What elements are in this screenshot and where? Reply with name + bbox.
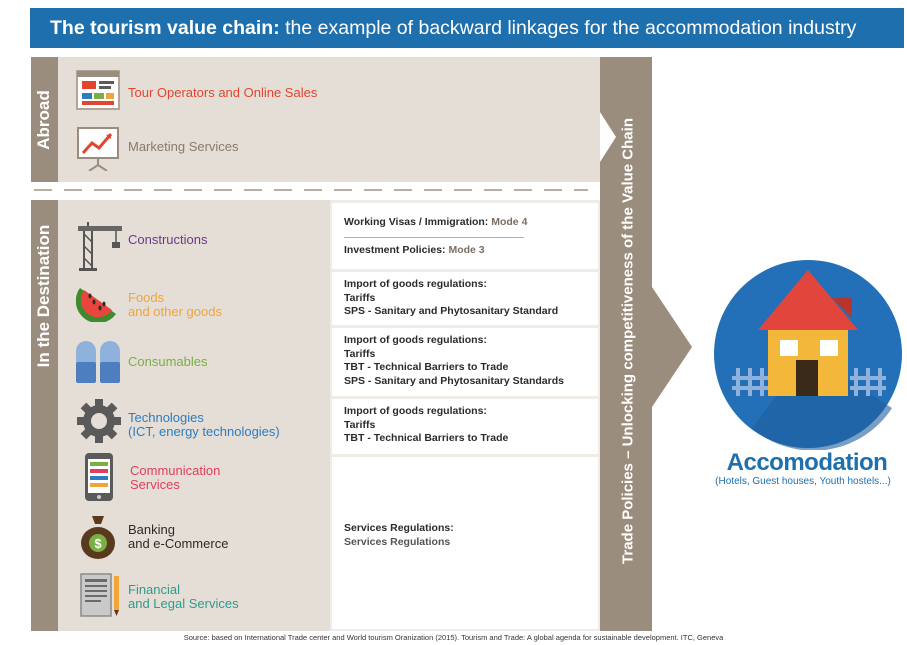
- abroad-label: Abroad: [34, 90, 53, 150]
- reg-services-text: Services Regulations: Services Regulatio…: [344, 522, 454, 549]
- money-bag-icon: $: [78, 512, 118, 565]
- marketing-label: Marketing Services: [128, 139, 239, 154]
- financial-line2: and Legal Services: [128, 596, 239, 611]
- reg-consumables-l1: Tariffs: [344, 347, 376, 360]
- accommodation-title: Accomodation: [726, 449, 888, 476]
- reg-tech-text: Import of goods regulations: Tariffs TBT…: [344, 405, 508, 446]
- foods-line1: Foods: [128, 290, 165, 305]
- marketing-icon: [75, 125, 121, 176]
- reg-tech-head: Import of goods regulations:: [344, 405, 487, 417]
- reg-box-visas: Working Visas / Immigration: Mode 4 Inve…: [332, 203, 598, 269]
- crane-icon: [76, 220, 124, 277]
- reg-box-services: Services Regulations: Services Regulatio…: [332, 457, 598, 629]
- banking-line1: Banking: [128, 522, 175, 537]
- accommodation-subtitle: (Hotels, Guest houses, Youth hostels...): [715, 476, 891, 487]
- reg-box-consumables: Import of goods regulations: Tariffs TBT…: [332, 328, 598, 396]
- technologies-line1: Technologies: [128, 410, 204, 425]
- reg-consumables-text: Import of goods regulations: Tariffs TBT…: [344, 334, 564, 388]
- trade-policies-label: Trade Policies – Unlocking competitivene…: [619, 118, 637, 564]
- smartphone-icon: [84, 452, 114, 507]
- constructions-label: Constructions: [128, 232, 208, 247]
- watermelon-icon: [75, 280, 120, 327]
- mode3-text: Mode 3: [448, 244, 485, 256]
- svg-text:$: $: [94, 536, 102, 551]
- foods-label: Foods and other goods: [128, 291, 222, 319]
- tour-operators-label: Tour Operators and Online Sales: [128, 85, 318, 100]
- reg-box-technologies: Import of goods regulations: Tariffs TBT…: [332, 399, 598, 454]
- banking-line2: and e-Commerce: [128, 536, 229, 551]
- reg-services-l1: Services Regulations: [344, 535, 451, 548]
- foods-line2: and other goods: [128, 304, 222, 319]
- visas-divider: [344, 237, 524, 238]
- communication-label: Communication Services: [130, 464, 220, 492]
- financial-line1: Financial: [128, 582, 181, 597]
- trade-policies-arrow: [600, 112, 692, 407]
- reg-foods-l2: SPS - Sanitary and Phytosanitary Standar…: [344, 305, 559, 317]
- abroad-panel: [58, 57, 600, 182]
- reg-foods-l1: Tariffs: [344, 291, 376, 304]
- title-bold: The tourism value chain:: [50, 17, 280, 39]
- visas-line: Working Visas / Immigration: Mode 4: [344, 216, 527, 230]
- investment-text: Investment Policies:: [344, 244, 446, 256]
- communication-line1: Communication: [130, 463, 221, 478]
- reg-foods-text: Import of goods regulations: Tariffs SPS…: [344, 278, 558, 319]
- visas-text: Working Visas / Immigration:: [344, 216, 489, 228]
- banking-label: Banking and e-Commerce: [128, 523, 228, 551]
- consumables-label: Consumables: [128, 354, 208, 369]
- destination-band: [31, 200, 58, 631]
- title-bar: The tourism value chain: the example of …: [30, 8, 904, 48]
- title-rest: the example of backward linkages for the…: [285, 17, 857, 39]
- source-note: Source: based on International Trade cen…: [183, 633, 724, 642]
- reg-services-head: Services Regulations:: [344, 522, 454, 534]
- reg-consumables-l2: TBT - Technical Barriers to Trade: [344, 361, 509, 373]
- gear-icon: [76, 398, 122, 449]
- investment-line: Investment Policies: Mode 3: [344, 244, 485, 258]
- mode4-text: Mode 4: [491, 216, 528, 228]
- financial-label: Financial and Legal Services: [128, 583, 239, 611]
- technologies-label: Technologies (ICT, energy technologies): [128, 411, 280, 439]
- reg-box-foods: Import of goods regulations: Tariffs SPS…: [332, 272, 598, 325]
- reg-foods-head: Import of goods regulations:: [344, 278, 487, 290]
- abroad-band: [31, 57, 58, 182]
- tour-operators-icon: [76, 70, 120, 115]
- technologies-line2: (ICT, energy technologies): [128, 424, 280, 439]
- pills-icon: [74, 339, 122, 390]
- reg-consumables-l3: SPS - Sanitary and Phytosanitary Standar…: [344, 374, 564, 387]
- reg-tech-l1: Tariffs: [344, 418, 376, 431]
- reg-tech-l2: TBT - Technical Barriers to Trade: [344, 432, 509, 444]
- house-icon: [712, 258, 904, 455]
- communication-line2: Services: [130, 477, 180, 492]
- reg-consumables-head: Import of goods regulations:: [344, 334, 487, 346]
- document-icon: [80, 572, 122, 623]
- trade-policies-band: [600, 57, 652, 631]
- destination-label: In the Destination: [34, 224, 53, 368]
